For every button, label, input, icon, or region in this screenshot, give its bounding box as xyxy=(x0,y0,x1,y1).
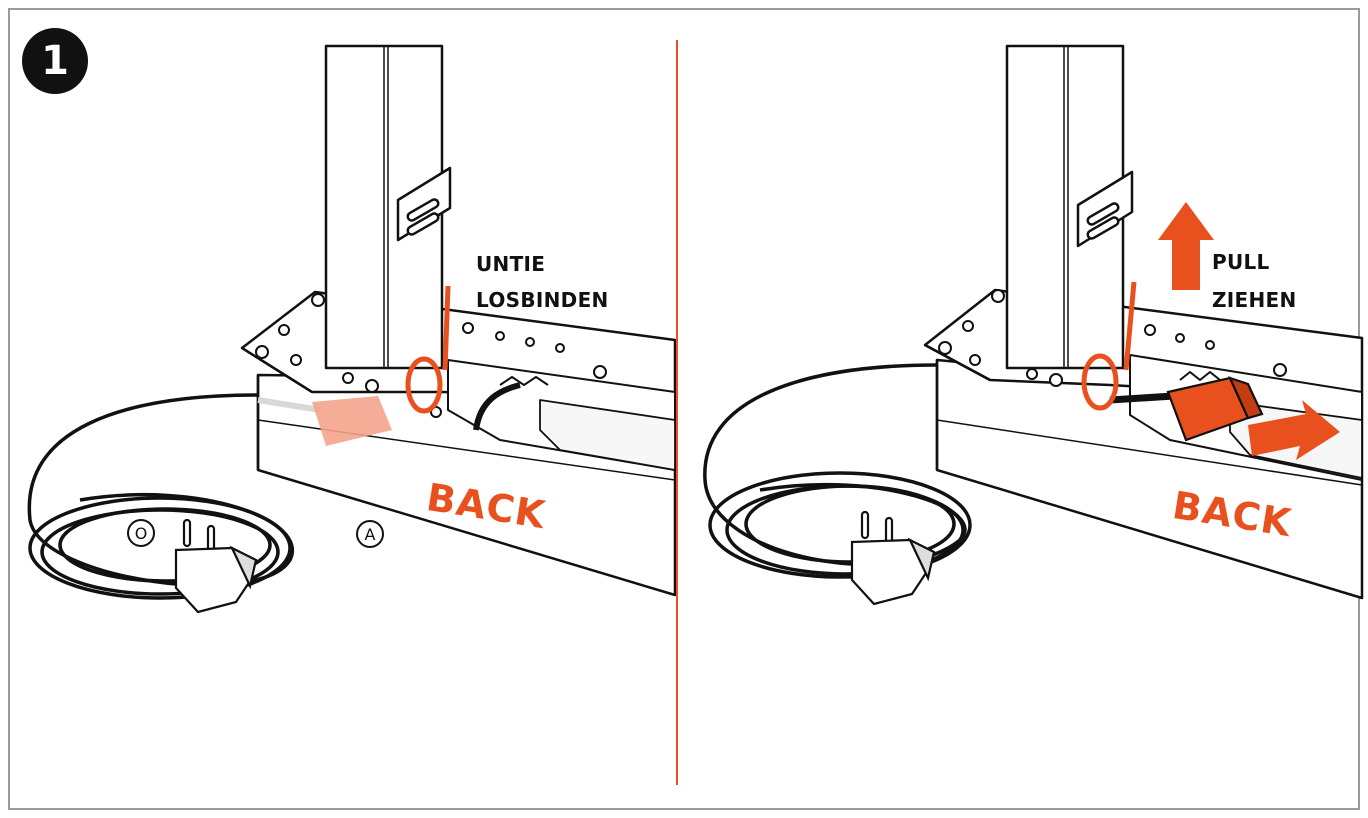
pull-up-arrow-icon xyxy=(1158,202,1214,290)
pull-label: PULL xyxy=(1212,250,1270,274)
cable-tie-left xyxy=(405,285,451,414)
ziehen-label: ZIEHEN xyxy=(1212,288,1297,312)
iec-connector-faded xyxy=(257,396,392,446)
marker-o: O xyxy=(127,519,155,547)
pull-right-arrow-icon xyxy=(1248,400,1340,460)
step-number-badge: 1 xyxy=(22,28,88,94)
panel-divider xyxy=(676,40,678,785)
schuko-plug-right xyxy=(850,510,936,606)
marker-a: A xyxy=(356,520,384,548)
schuko-plug-left xyxy=(174,518,258,614)
left-panel-drawing xyxy=(27,44,677,600)
iec-connector-right xyxy=(1166,376,1264,442)
losbinden-label: LOSBINDEN xyxy=(476,288,609,312)
cable-tie-right xyxy=(1081,281,1137,411)
untie-label: UNTIE xyxy=(476,252,546,276)
